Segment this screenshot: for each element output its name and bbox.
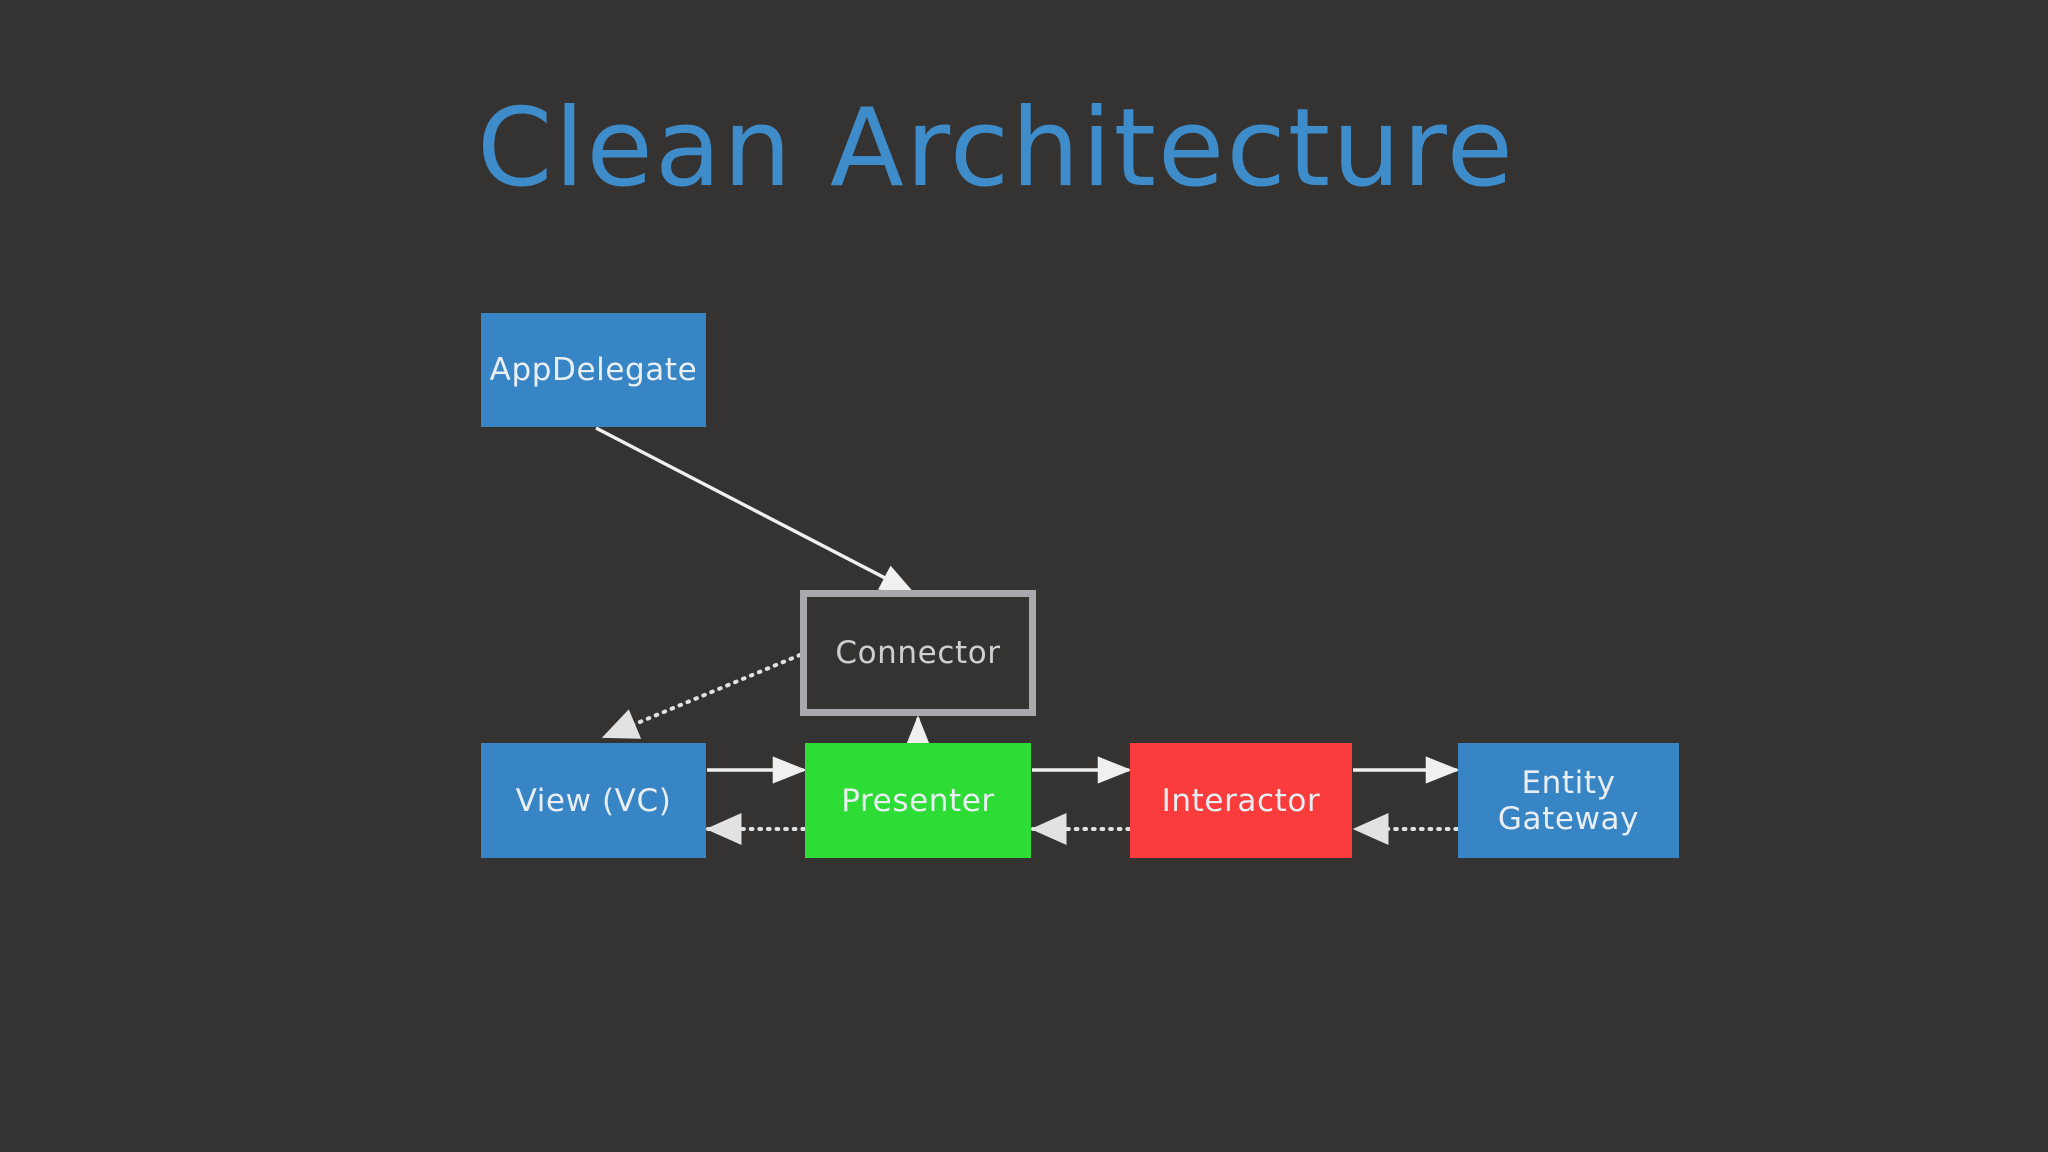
node-view-vc[interactable]: View (VC) xyxy=(481,743,706,858)
node-connector[interactable]: Connector xyxy=(800,590,1036,716)
node-view-vc-label: View (VC) xyxy=(515,782,672,819)
node-app-delegate-label: AppDelegate xyxy=(489,352,698,388)
node-interactor[interactable]: Interactor xyxy=(1130,743,1352,858)
arrow-appdelegate-to-connector xyxy=(595,426,915,594)
node-app-delegate[interactable]: AppDelegate xyxy=(481,313,706,427)
node-entity-gateway-label: Entity Gateway xyxy=(1497,764,1640,837)
arrow-connector-to-view xyxy=(601,653,802,739)
node-presenter-label: Presenter xyxy=(841,782,995,819)
page-title: Clean Architecture xyxy=(477,86,1516,211)
node-connector-label: Connector xyxy=(835,635,1001,671)
node-presenter[interactable]: Presenter xyxy=(805,743,1031,858)
node-interactor-label: Interactor xyxy=(1161,782,1321,819)
node-entity-gateway[interactable]: Entity Gateway xyxy=(1458,743,1679,858)
